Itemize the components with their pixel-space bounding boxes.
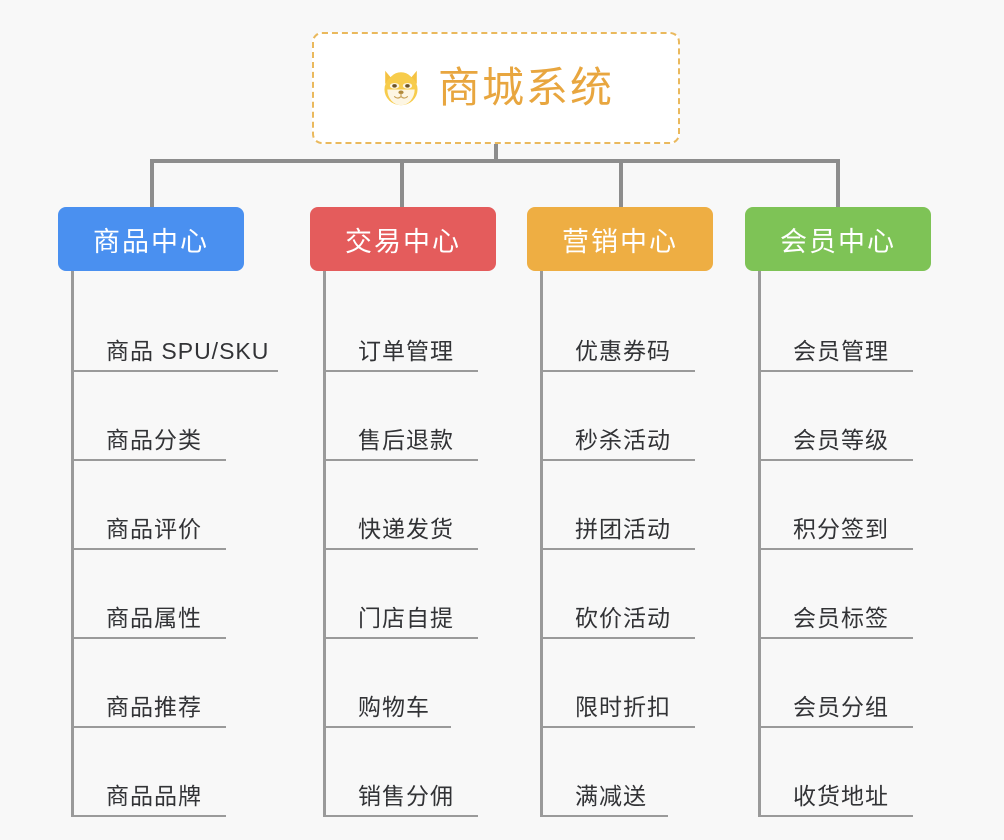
leaf-label: 订单管理 [358, 337, 454, 364]
branch-trade-center: 交易中心 订单管理 售后退款 快递发货 门店自提 购物车 [310, 207, 540, 817]
leaf-underline [74, 637, 226, 639]
list-item[interactable]: 秒杀活动 [543, 372, 757, 461]
list-item[interactable]: 会员管理 [761, 283, 975, 372]
root-title: 商城系统 [437, 64, 614, 111]
leaf-label: 砍价活动 [575, 604, 671, 631]
category-header-trade-center[interactable]: 交易中心 [310, 207, 496, 271]
list-item[interactable]: 商品推荐 [74, 639, 288, 728]
leaf-label: 商品品牌 [106, 782, 202, 809]
leaf-label: 商品推荐 [106, 693, 202, 720]
leaf-label: 积分签到 [793, 515, 889, 542]
list-item[interactable]: 商品分类 [74, 372, 288, 461]
branch-product-center: 商品中心 商品 SPU/SKU 商品分类 商品评价 商品属性 商品推荐 [58, 207, 288, 817]
connector-drop-2 [400, 159, 404, 207]
connector-horizontal-bus [150, 159, 840, 163]
leaf-label: 售后退款 [358, 426, 454, 453]
leaf-label: 收货地址 [793, 782, 889, 809]
leaf-underline [761, 370, 913, 372]
leaf-label: 商品属性 [106, 604, 202, 631]
leaf-label: 优惠券码 [575, 337, 671, 364]
list-item[interactable]: 积分签到 [761, 461, 975, 550]
list-item[interactable]: 会员分组 [761, 639, 975, 728]
leaf-underline [761, 726, 913, 728]
leaf-label: 快递发货 [358, 515, 454, 542]
leaf-underline [326, 815, 478, 817]
leaf-underline [543, 548, 695, 550]
leaf-underline [74, 548, 226, 550]
branch-member-center: 会员中心 会员管理 会员等级 积分签到 会员标签 会员分组 [745, 207, 975, 817]
list-item[interactable]: 会员标签 [761, 550, 975, 639]
leaf-underline [543, 815, 668, 817]
root-node-mall-system[interactable]: 商城系统 [312, 32, 680, 144]
list-item[interactable]: 购物车 [326, 639, 540, 728]
list-item[interactable]: 会员等级 [761, 372, 975, 461]
list-item[interactable]: 商品 SPU/SKU [74, 283, 288, 372]
leaf-underline [74, 370, 278, 372]
leaf-list-product-center: 商品 SPU/SKU 商品分类 商品评价 商品属性 商品推荐 商品品牌 [71, 271, 288, 817]
leaf-label: 购物车 [358, 693, 430, 720]
connector-drop-4 [836, 159, 840, 207]
connector-drop-1 [150, 159, 154, 207]
leaf-underline [543, 637, 695, 639]
leaf-label: 销售分佣 [358, 782, 454, 809]
list-item[interactable]: 商品属性 [74, 550, 288, 639]
list-item[interactable]: 砍价活动 [543, 550, 757, 639]
list-item[interactable]: 门店自提 [326, 550, 540, 639]
leaf-underline [326, 637, 478, 639]
leaf-label: 商品 SPU/SKU [106, 337, 270, 364]
leaf-underline [326, 726, 451, 728]
leaf-label: 商品分类 [106, 426, 202, 453]
leaf-label: 会员管理 [793, 337, 889, 364]
leaf-list-marketing-center: 优惠券码 秒杀活动 拼团活动 砍价活动 限时折扣 满减送 [540, 271, 757, 817]
leaf-underline [761, 815, 913, 817]
category-label: 商品中心 [93, 226, 209, 257]
list-item[interactable]: 拼团活动 [543, 461, 757, 550]
leaf-label: 秒杀活动 [575, 426, 671, 453]
leaf-underline [761, 637, 913, 639]
category-header-member-center[interactable]: 会员中心 [745, 207, 931, 271]
category-label: 营销中心 [562, 226, 678, 257]
list-item[interactable]: 销售分佣 [326, 728, 540, 817]
leaf-underline [761, 459, 913, 461]
list-item[interactable]: 限时折扣 [543, 639, 757, 728]
list-item[interactable]: 优惠券码 [543, 283, 757, 372]
category-header-product-center[interactable]: 商品中心 [58, 207, 244, 271]
leaf-label: 限时折扣 [575, 693, 671, 720]
leaf-underline [74, 815, 226, 817]
branch-marketing-center: 营销中心 优惠券码 秒杀活动 拼团活动 砍价活动 限时折扣 [527, 207, 757, 817]
category-label: 会员中心 [780, 226, 896, 257]
list-item[interactable]: 商品品牌 [74, 728, 288, 817]
leaf-list-member-center: 会员管理 会员等级 积分签到 会员标签 会员分组 收货地址 [758, 271, 975, 817]
leaf-underline [326, 548, 478, 550]
list-item[interactable]: 快递发货 [326, 461, 540, 550]
leaf-label: 会员分组 [793, 693, 889, 720]
leaf-list-trade-center: 订单管理 售后退款 快递发货 门店自提 购物车 销售分佣 [323, 271, 540, 817]
list-item[interactable]: 收货地址 [761, 728, 975, 817]
leaf-label: 会员标签 [793, 604, 889, 631]
category-header-marketing-center[interactable]: 营销中心 [527, 207, 713, 271]
leaf-underline [761, 548, 913, 550]
leaf-label: 会员等级 [793, 426, 889, 453]
leaf-label: 拼团活动 [575, 515, 671, 542]
leaf-underline [74, 459, 226, 461]
connector-drop-3 [619, 159, 623, 207]
leaf-underline [543, 459, 695, 461]
leaf-label: 商品评价 [106, 515, 202, 542]
leaf-underline [543, 726, 695, 728]
leaf-underline [74, 726, 226, 728]
connector-root-stem [494, 144, 498, 163]
list-item[interactable]: 商品评价 [74, 461, 288, 550]
leaf-label: 满减送 [575, 782, 647, 809]
list-item[interactable]: 满减送 [543, 728, 757, 817]
leaf-label: 门店自提 [358, 604, 454, 631]
shiba-dog-face-icon [384, 70, 418, 106]
category-label: 交易中心 [345, 226, 461, 257]
leaf-underline [326, 370, 478, 372]
leaf-underline [326, 459, 478, 461]
leaf-underline [543, 370, 695, 372]
list-item[interactable]: 订单管理 [326, 283, 540, 372]
list-item[interactable]: 售后退款 [326, 372, 540, 461]
